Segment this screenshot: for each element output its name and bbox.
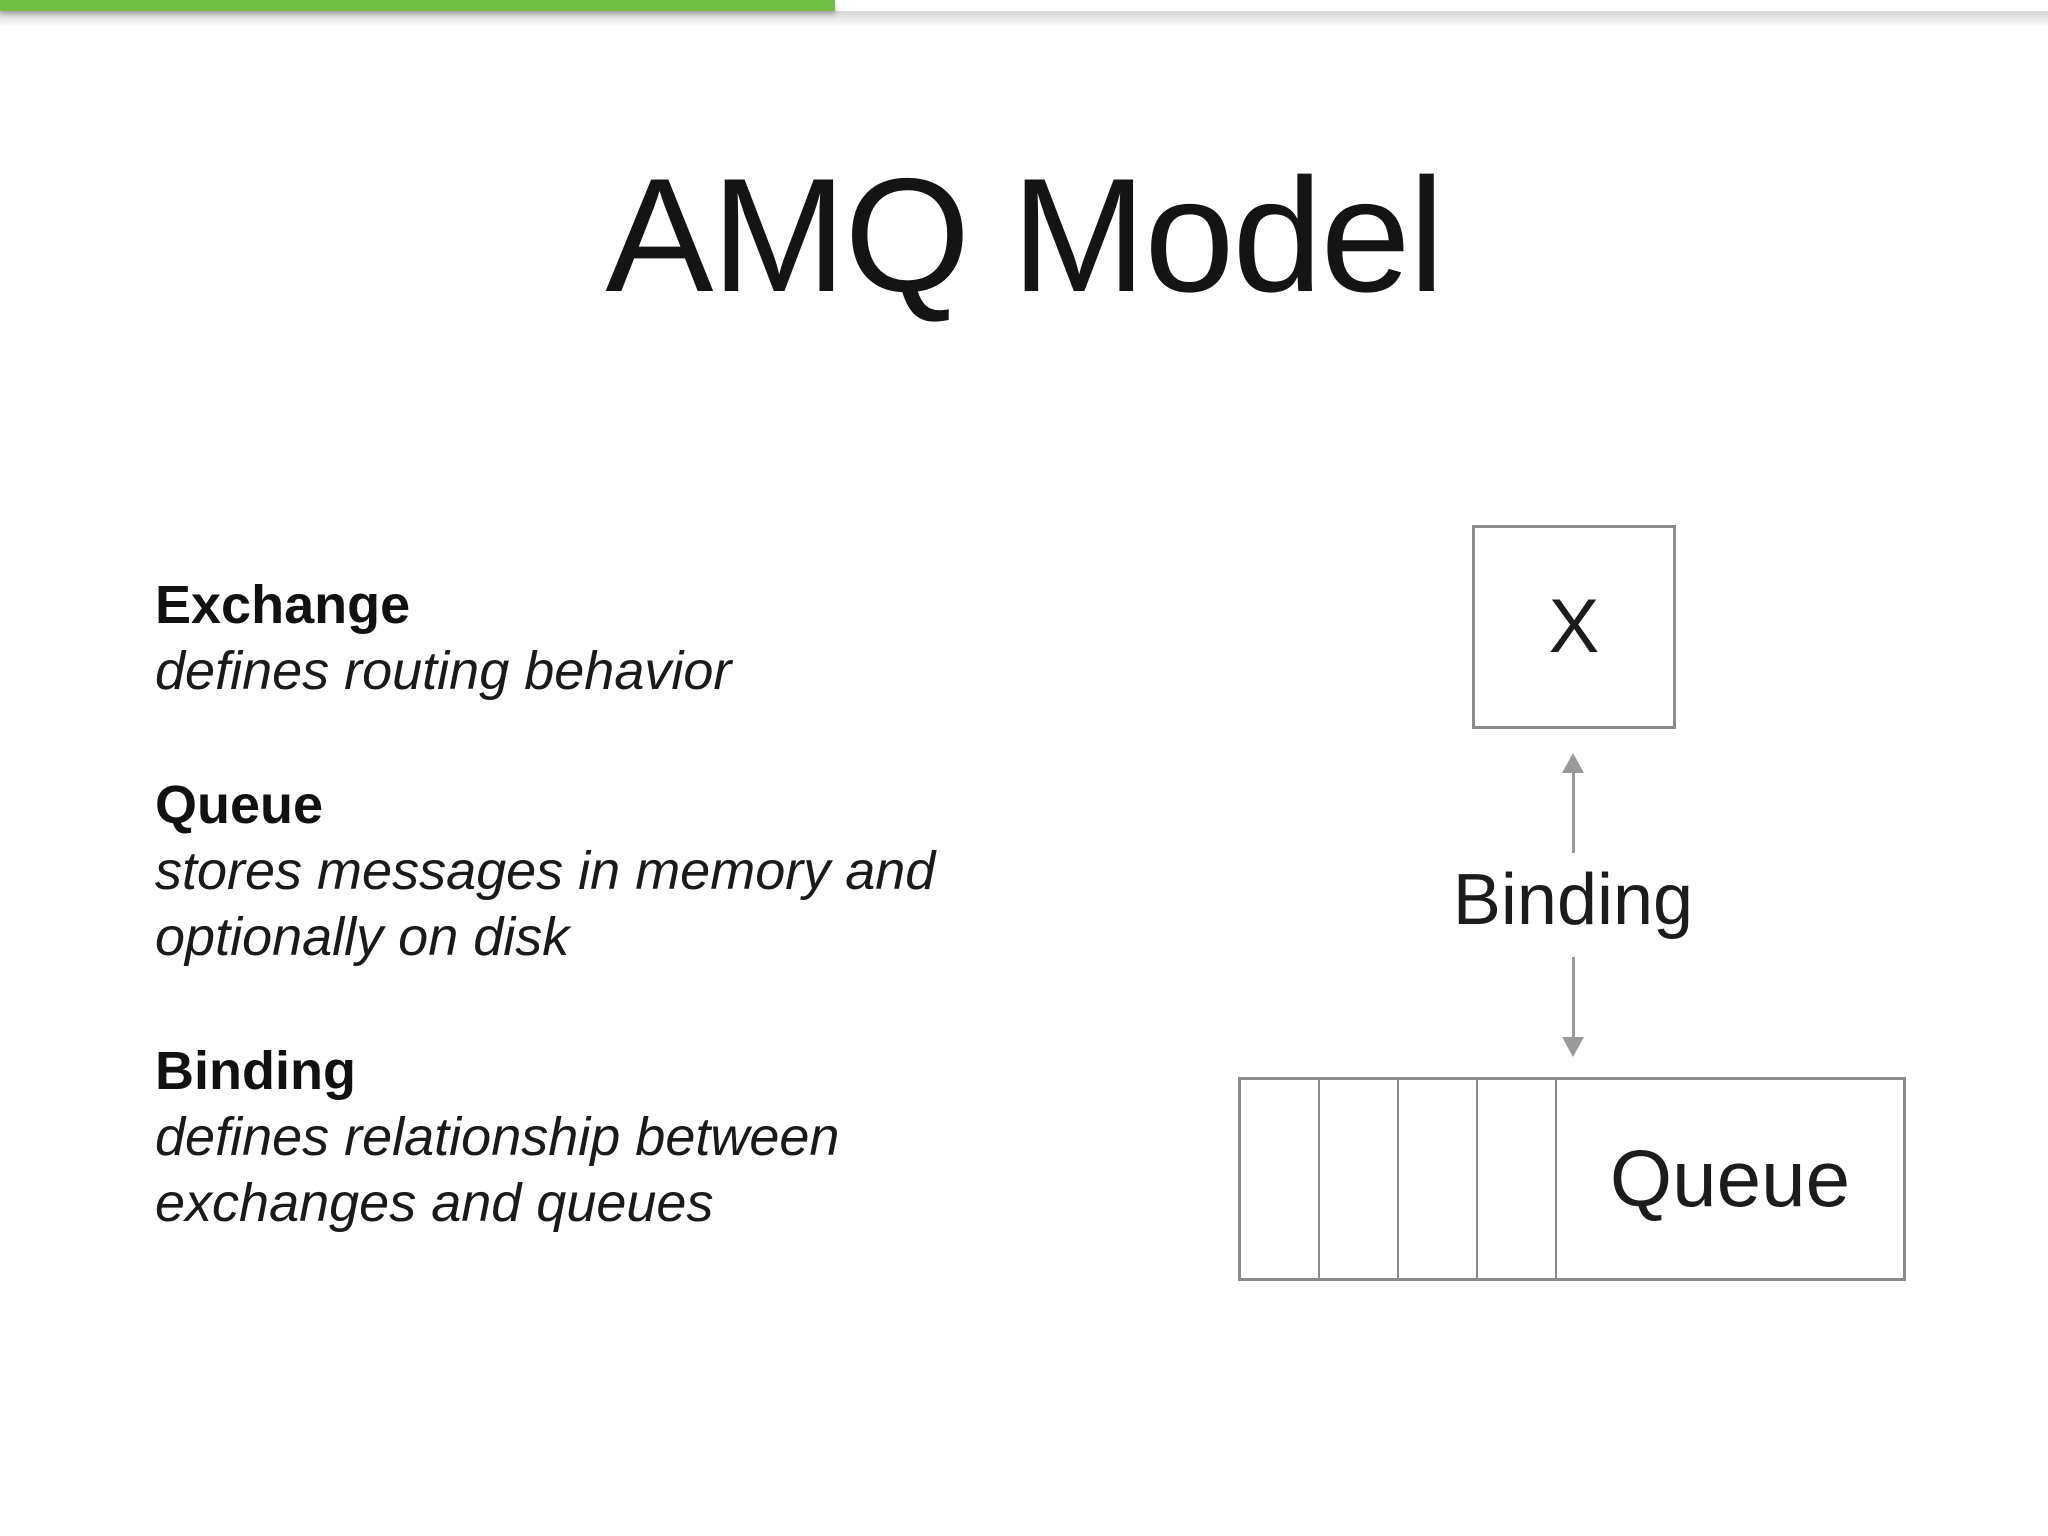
queue-cell — [1241, 1080, 1320, 1278]
definition-exchange: Exchange defines routing behavior — [155, 572, 1055, 704]
term-queue: Queue — [155, 775, 324, 835]
progress-bar — [0, 0, 835, 11]
description-exchange: defines routing behavior — [155, 641, 732, 701]
queue-cell — [1478, 1080, 1557, 1278]
queue-cell — [1399, 1080, 1478, 1278]
page-title: AMQ Model — [605, 145, 1444, 326]
description-queue: stores messages in memory and optionally… — [155, 841, 936, 967]
exchange-box-label: X — [1548, 584, 1600, 669]
term-binding: Binding — [155, 1041, 356, 1101]
term-exchange: Exchange — [155, 575, 411, 635]
binding-arrow-upper-line — [1572, 771, 1575, 853]
definition-queue: Queue stores messages in memory and opti… — [155, 772, 1055, 970]
binding-arrow-label: Binding — [1452, 860, 1694, 940]
arrow-up-icon — [1562, 753, 1584, 773]
queue-cell — [1320, 1080, 1399, 1278]
top-edge-shadow — [0, 11, 2048, 27]
definition-binding: Binding defines relationship between exc… — [155, 1038, 1055, 1236]
exchange-box: X — [1472, 525, 1676, 729]
arrow-down-icon — [1562, 1037, 1584, 1057]
queue-label-area: Queue — [1557, 1080, 1903, 1278]
binding-arrow-lower-line — [1572, 957, 1575, 1037]
definitions-column: Exchange defines routing behavior Queue … — [155, 572, 1055, 1304]
queue-box-label: Queue — [1609, 1134, 1851, 1223]
description-binding: defines relationship between exchanges a… — [155, 1107, 840, 1233]
queue-box: Queue — [1238, 1077, 1906, 1281]
